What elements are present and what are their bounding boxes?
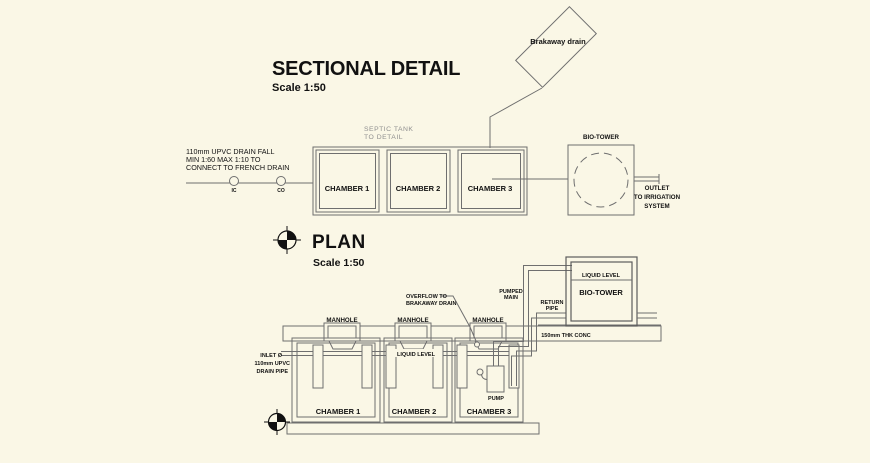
float-switch: [476, 368, 484, 376]
section-chamber2-label: CHAMBER 2: [396, 184, 441, 193]
plan-chamber3-label: CHAMBER 3: [467, 407, 512, 416]
inlet-note-line2: 110mm UPVC: [255, 361, 290, 367]
section-chamber3-label: CHAMBER 3: [468, 184, 513, 193]
pumped-main-label1: PUMPED: [499, 289, 523, 295]
overflow-note-line2: BRAKAWAY DRAIN: [406, 301, 456, 307]
plan-title: PLAN: [312, 232, 366, 253]
base-slab: [286, 422, 540, 435]
breakaway-drain-box: [514, 5, 598, 89]
inspection-fitting-1: [229, 176, 239, 186]
plan-header: PLAN Scale 1:50: [273, 226, 366, 269]
outlet-note-line1: OUTLET: [645, 185, 670, 192]
plan-chamber2-label: CHAMBER 2: [392, 407, 437, 416]
plan-scale: Scale 1:50: [313, 257, 365, 269]
pump: [476, 365, 505, 393]
septic-tank-section: [312, 146, 528, 216]
sectional-title: SECTIONAL DETAIL: [272, 58, 460, 80]
pump-label: PUMP: [488, 396, 504, 402]
bio-tower-plan: [565, 256, 657, 327]
dip-pipe-baffles: [312, 344, 520, 389]
bio-tower-section: [567, 144, 635, 216]
return-pipe: [511, 312, 566, 386]
overflow-leader: [441, 295, 480, 348]
north-symbol-icon-2: [264, 409, 290, 435]
septic-note-line1: SEPTIC TANK: [364, 126, 413, 133]
manhole-2: [394, 322, 432, 350]
drain-note-line3: CONNECT TO FRENCH DRAIN: [186, 163, 289, 172]
biotower-liquid-level-label: LIQUID LEVEL: [582, 273, 621, 279]
liquid-level-label: LIQUID LEVEL: [397, 352, 436, 358]
section-chamber1-label: CHAMBER 1: [325, 184, 370, 193]
return-pipe-label1: RETURN: [541, 300, 564, 306]
inspection-fitting-2: [276, 176, 286, 186]
breakaway-drain-label: Brakaway drain: [530, 37, 586, 46]
outlet-pipe: [634, 174, 660, 184]
inlet-drain-run: [186, 176, 313, 186]
drain-note-line1: 110mm UPVC DRAIN FALL: [186, 147, 275, 156]
manhole2-label: MANHOLE: [397, 317, 428, 324]
breakaway-drain-pipe: [489, 87, 543, 148]
overflow-note-line1: OVERFLOW TO: [406, 294, 448, 300]
outlet-note-line2: TO IRRIGATION: [634, 194, 681, 201]
fitting-label-2: CO: [277, 188, 285, 194]
inlet-note-line3: DRAIN PIPE: [257, 369, 289, 375]
manhole-1: [323, 322, 361, 350]
biotower-plan-label: BIO-TOWER: [579, 288, 623, 297]
return-pipe-label2: PIPE: [546, 306, 559, 312]
plan-chamber1-label: CHAMBER 1: [316, 407, 361, 416]
manhole3-label: MANHOLE: [472, 317, 503, 324]
inlet-note-line1: INLET Ø: [260, 353, 282, 359]
manhole1-label: MANHOLE: [326, 317, 357, 324]
sectional-scale: Scale 1:50: [272, 82, 326, 94]
septic-note-line2: TO DETAIL: [364, 134, 403, 141]
sectional-detail-view: SECTIONAL DETAIL Scale 1:50 Brakaway dra…: [186, 5, 681, 216]
drain-note-line2: MIN 1:60 MAX 1:10 TO: [186, 155, 261, 164]
outlet-note-line3: SYSTEM: [644, 203, 669, 210]
plan-view: MANHOLE MANHOLE MANHOLE OVERFLOW TO BRAK…: [255, 256, 662, 435]
ground-note-label: 150mm THK CONC: [541, 333, 591, 339]
pumped-main-label2: MAIN: [504, 295, 518, 301]
pumped-main-pipe: [493, 265, 572, 366]
biotower-section-label: BIO-TOWER: [583, 134, 620, 141]
north-symbol-icon: [273, 226, 301, 254]
fitting-label-1: IC: [232, 188, 237, 194]
